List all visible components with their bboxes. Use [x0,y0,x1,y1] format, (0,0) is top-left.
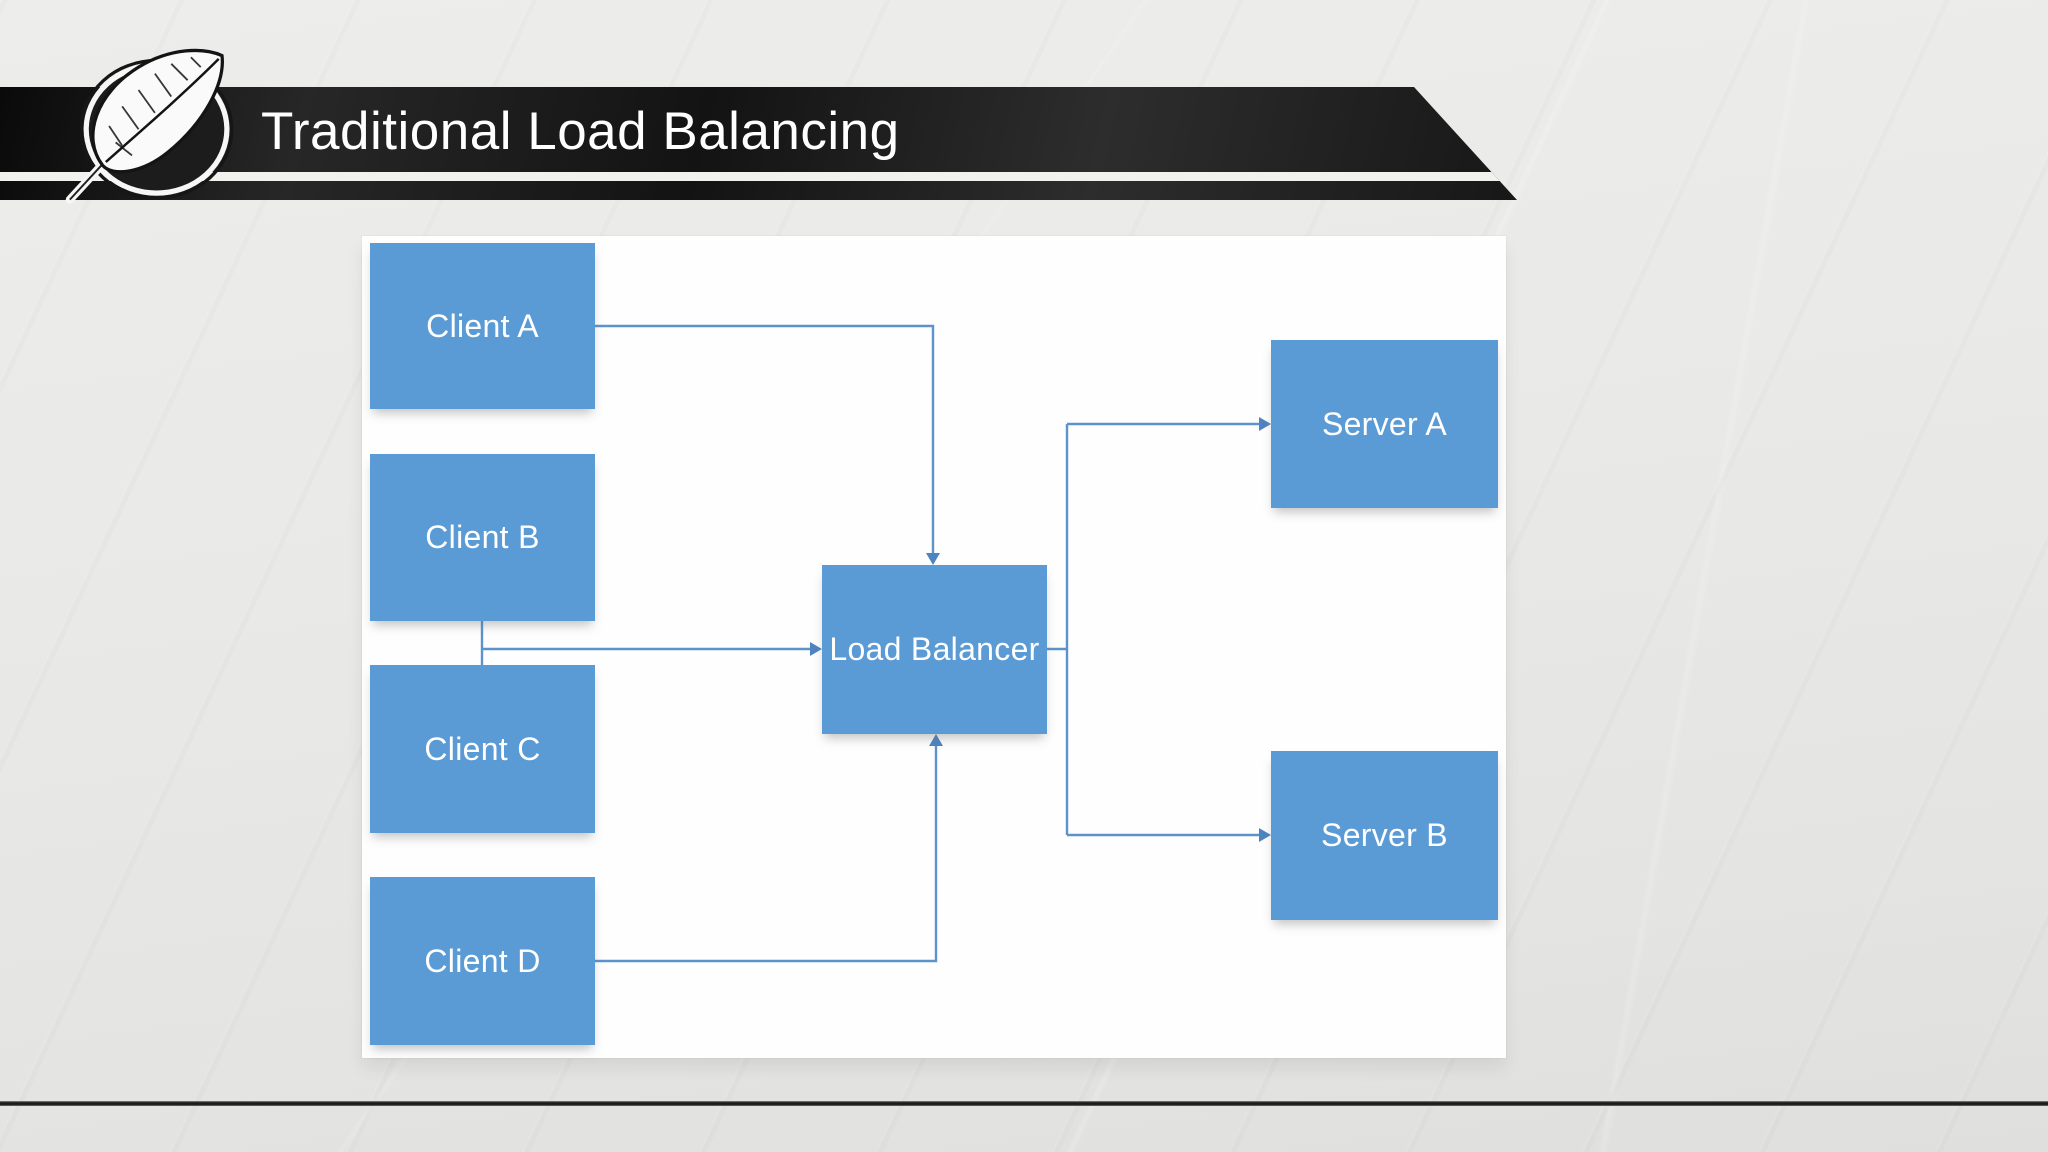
node-client-a: Client A [370,243,595,409]
node-label: Client B [425,519,540,555]
quill-feather-logo-icon [65,48,234,204]
connector-load-balancer-server-b [1067,828,1271,842]
slide-title: Traditional Load Balancing [261,101,900,161]
arrowhead-right-icon [1259,828,1271,842]
node-load-balancer: Load Balancer [822,565,1047,734]
connector-client-a-load-balancer [595,324,940,565]
node-client-c: Client C [370,665,595,833]
node-label: Client C [424,730,541,767]
node-server-a: Server A [1271,340,1498,508]
banner-divider-stripe [0,172,1517,181]
feather-icon [65,48,224,204]
connector-client-d-load-balancer [595,734,943,963]
arrowhead-up-icon [929,734,943,746]
title-banner: Traditional Load Balancing [0,87,1517,200]
connector-load-balancer-server-a [1067,417,1271,431]
connector-load-balancer-servers-trunk [1047,424,1069,835]
node-server-b: Server B [1271,751,1498,920]
connector-lines [480,324,1271,963]
arrowhead-down-icon [926,553,940,565]
node-label: Server A [1321,405,1448,442]
bottom-divider-line [0,1101,2048,1106]
node-label: Server B [1321,817,1448,853]
connector-clients-load-balancer [482,642,822,656]
arrowhead-right-icon [1259,417,1271,431]
arrowhead-right-icon [810,642,822,656]
diagram-canvas: Client A Client B Client C Client D Load… [362,236,1506,1058]
node-label: Client D [424,942,541,979]
node-label: Client A [426,307,539,344]
node-client-b: Client B [370,454,595,621]
node-client-d: Client D [370,877,595,1045]
node-label: Load Balancer [829,631,1040,667]
